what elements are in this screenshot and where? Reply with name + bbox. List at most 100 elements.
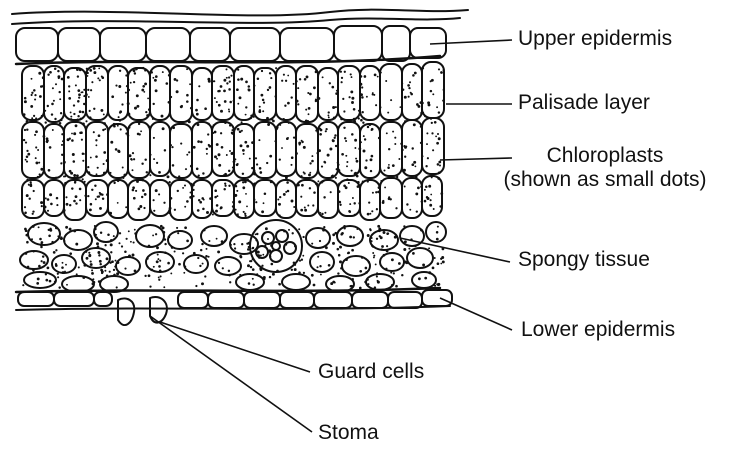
chloroplast-dot <box>62 271 65 274</box>
chloroplast-dot <box>141 162 143 164</box>
chloroplast-dot <box>196 113 199 116</box>
chloroplast-dot <box>116 272 119 275</box>
chloroplast-dot <box>88 252 90 254</box>
chloroplast-dot <box>139 119 141 121</box>
chloroplast-dot <box>342 98 344 100</box>
chloroplast-dot <box>262 254 264 256</box>
chloroplast-dot <box>319 240 321 242</box>
chloroplast-dot <box>82 111 85 114</box>
chloroplast-dot <box>125 74 127 76</box>
chloroplast-dot <box>54 68 57 71</box>
chloroplast-dot <box>309 162 311 164</box>
chloroplast-dot <box>164 243 166 245</box>
chloroplast-dot <box>174 250 176 252</box>
chloroplast-dot <box>338 183 340 185</box>
chloroplast-dot <box>141 196 143 198</box>
chloroplast-dot <box>124 268 126 270</box>
chloroplast-dot <box>101 272 103 274</box>
chloroplast-dot <box>370 240 372 242</box>
chloroplast-dot <box>82 122 85 125</box>
chloroplast-dot <box>343 127 345 129</box>
chloroplast-dot <box>73 174 76 177</box>
chloroplast-dot <box>333 117 336 120</box>
chloroplast-dot <box>170 144 172 146</box>
chloroplast-dot <box>213 70 215 72</box>
chloroplast-dot <box>253 183 256 186</box>
chloroplast-dot <box>176 79 178 81</box>
chloroplast-dot <box>378 186 381 189</box>
chloroplast-dot <box>367 180 369 182</box>
chloroplast-dot <box>104 266 106 268</box>
chloroplast-dot <box>153 210 155 212</box>
chloroplast-dot <box>348 277 350 279</box>
chloroplast-dot <box>262 99 265 102</box>
chloroplast-dot <box>199 201 202 204</box>
chloroplast-dot <box>250 260 252 262</box>
chloroplast-dot <box>266 162 268 164</box>
chloroplast-dot <box>420 229 423 232</box>
chloroplast-dot <box>253 199 255 201</box>
chloroplast-dot <box>436 106 438 108</box>
chloroplast-dot <box>78 266 80 268</box>
chloroplast-dot <box>418 277 421 280</box>
chloroplast-dot <box>415 166 417 168</box>
chloroplast-dot <box>226 68 228 70</box>
chloroplast-dot <box>313 284 316 287</box>
label-chloroplasts-line2: (shown as small dots) <box>470 168 740 192</box>
chloroplast-dot <box>352 197 354 199</box>
chloroplast-dot <box>37 176 39 178</box>
chloroplast-dot <box>385 80 387 82</box>
chloroplast-dot <box>243 211 245 213</box>
chloroplast-dot <box>209 197 212 200</box>
chloroplast-dot <box>364 166 367 169</box>
chloroplast-dot <box>154 79 157 82</box>
chloroplast-dot <box>279 158 281 160</box>
chloroplast-dot <box>118 85 121 88</box>
chloroplast-dot <box>248 242 251 245</box>
chloroplast-dot <box>275 67 277 69</box>
chloroplast-dot <box>203 199 205 201</box>
chloroplast-dot <box>442 260 445 263</box>
chloroplast-dot <box>142 67 144 69</box>
chloroplast-dot <box>32 213 34 215</box>
chloroplast-dot <box>236 163 239 166</box>
chloroplast-dot <box>320 129 323 132</box>
chloroplast-dot <box>67 76 70 79</box>
chloroplast-dot <box>434 257 436 259</box>
chloroplast-dot <box>184 206 186 208</box>
chloroplast-dot <box>77 75 79 77</box>
chloroplast-dot <box>51 103 54 106</box>
leader-lower-epidermis <box>440 298 512 330</box>
chloroplast-dot <box>339 204 341 206</box>
chloroplast-dot <box>278 214 280 216</box>
chloroplast-dot <box>246 145 249 148</box>
chloroplast-dot <box>176 90 179 93</box>
chloroplast-dot <box>383 254 386 257</box>
chloroplast-dot <box>90 263 93 266</box>
chloroplast-dot <box>285 176 288 179</box>
chloroplast-dot <box>138 208 141 211</box>
leader-upper-epidermis <box>430 40 512 44</box>
chloroplast-dot <box>288 229 290 231</box>
chloroplast-dot <box>155 75 158 78</box>
chloroplast-dot <box>244 181 247 184</box>
chloroplast-dot <box>416 210 418 212</box>
chloroplast-dot <box>322 76 324 78</box>
chloroplast-dot <box>27 266 29 268</box>
chloroplast-dot <box>178 263 181 266</box>
chloroplast-dot <box>106 193 109 196</box>
chloroplast-dot <box>257 77 260 80</box>
chloroplast-dot <box>327 154 330 157</box>
chloroplast-dot <box>328 116 330 118</box>
chloroplast-dot <box>47 267 50 270</box>
chloroplast-dot <box>93 131 95 133</box>
chloroplast-dot <box>261 94 264 97</box>
chloroplast-dot <box>78 96 80 98</box>
chloroplast-dot <box>169 114 171 116</box>
chloroplast-dot <box>401 149 403 151</box>
chloroplast-dot <box>344 71 346 73</box>
chloroplast-dot <box>420 142 422 144</box>
chloroplast-dot <box>44 110 46 112</box>
chloroplast-dot <box>115 85 117 87</box>
chloroplast-dot <box>337 169 340 172</box>
